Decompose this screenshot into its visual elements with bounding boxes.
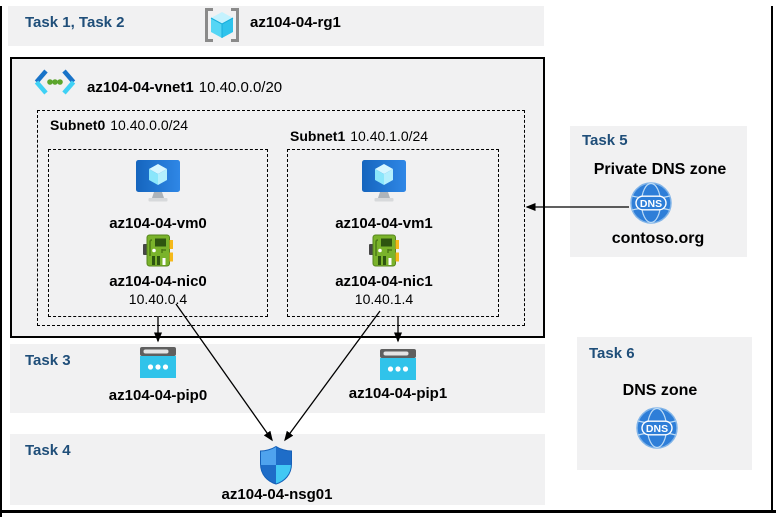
subnet1-cidr: 10.40.1.0/24 [350,128,429,144]
pip1-icon [380,349,416,380]
vm0-icon [136,160,180,202]
task3-label: Task 3 [25,352,71,369]
nic0-label: az104-04-nic0 [109,273,207,290]
task6-panel [577,337,752,470]
vnet-cidr: 10.40.0.0/20 [198,79,283,96]
subnets-outer-dashed-box [37,110,525,326]
nsg-label: az104-04-nsg01 [221,486,333,503]
private-dns-zone-icon: DNS [630,182,672,224]
task12-label: Task 1, Task 2 [25,14,125,31]
resource-group-icon [205,8,239,42]
dns-zone-icon-text: DNS [646,423,668,435]
pip0-label: az104-04-pip0 [108,387,208,404]
nic1-label: az104-04-nic1 [335,273,433,290]
window-border-left [0,6,2,517]
task12-panel [8,6,544,46]
task5-label: Task 5 [582,132,628,149]
private-dns-zone-name: contoso.org [611,230,705,247]
window-border-right [771,6,773,513]
subnet1-inner-dashed-box [287,149,499,317]
dns-zone-icon: DNS [636,407,678,449]
vnet-name: az104-04-vnet1 [87,79,194,96]
nsg-shield-icon [260,445,292,485]
pip1-label: az104-04-pip1 [348,385,448,402]
nic0-ip: 10.40.0.4 [128,291,188,307]
subnet0-name: Subnet0 [50,117,106,133]
vm1-icon [362,160,406,202]
virtual-network-icon [34,69,76,95]
vm0-label: az104-04-vm0 [109,215,207,232]
vnet-box [10,57,545,338]
pip0-icon [140,347,176,378]
task4-label: Task 4 [25,442,71,459]
task3-panel [10,344,545,413]
nic0-icon [143,234,173,267]
subnet1-name: Subnet1 [290,128,346,144]
nic1-ip: 10.40.1.4 [354,291,414,307]
dns-zone-title: DNS zone [622,382,698,399]
window-border-bottom [0,510,776,513]
private-dns-zone-title: Private DNS zone [593,161,727,178]
task6-label: Task 6 [589,345,635,362]
vm1-label: az104-04-vm1 [335,215,433,232]
resource-group-label: az104-04-rg1 [250,14,341,31]
subnet0-cidr: 10.40.0.0/24 [110,117,189,133]
nic1-icon [369,234,399,267]
private-dns-icon-text: DNS [640,198,662,210]
